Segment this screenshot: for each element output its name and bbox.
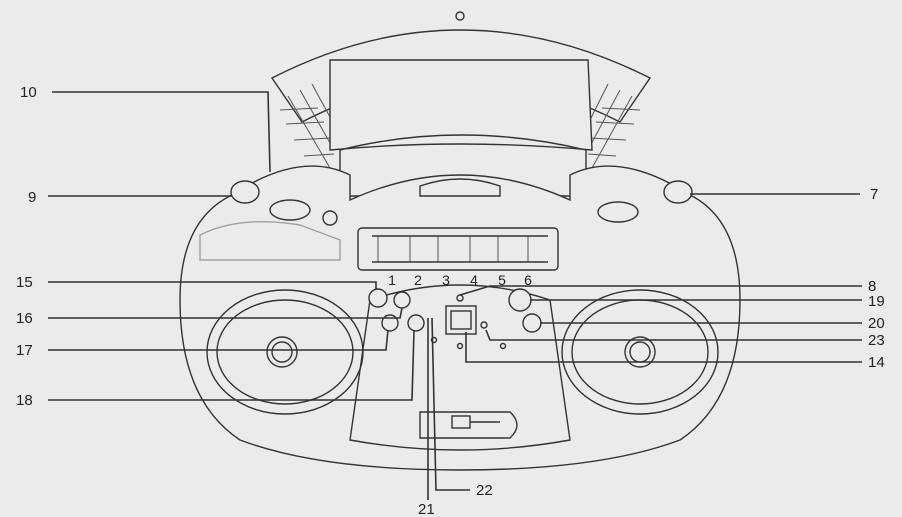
callout-7: 7 — [870, 186, 878, 203]
callout-labels: 10 9 7 15 16 17 18 8 19 20 23 14 22 21 — [16, 84, 885, 517]
preset-label-1: 1 — [388, 272, 396, 288]
callout-23: 23 — [868, 332, 885, 349]
preset-label-6: 6 — [524, 272, 532, 288]
callout-18: 18 — [16, 392, 33, 409]
callout-15: 15 — [16, 274, 33, 291]
preset-label-5: 5 — [498, 272, 506, 288]
callout-10: 10 — [20, 84, 37, 101]
callout-17: 17 — [16, 342, 33, 359]
callout-19: 19 — [868, 293, 885, 310]
control-panel — [349, 227, 571, 451]
cd-lid — [329, 59, 593, 197]
preset-label-3: 3 — [442, 272, 450, 288]
leader-lines — [48, 91, 862, 500]
right-speaker — [561, 289, 719, 415]
callout-8: 8 — [868, 278, 876, 295]
preset-label-2: 2 — [414, 272, 422, 288]
preset-label-4: 4 — [470, 272, 478, 288]
callout-14: 14 — [868, 354, 885, 371]
callout-16: 16 — [16, 310, 33, 327]
callout-20: 20 — [868, 315, 885, 332]
callout-9: 9 — [28, 189, 36, 206]
callout-21: 21 — [418, 501, 435, 517]
preset-number-labels: 1 2 3 4 5 6 — [388, 272, 532, 288]
callout-22: 22 — [476, 482, 493, 499]
